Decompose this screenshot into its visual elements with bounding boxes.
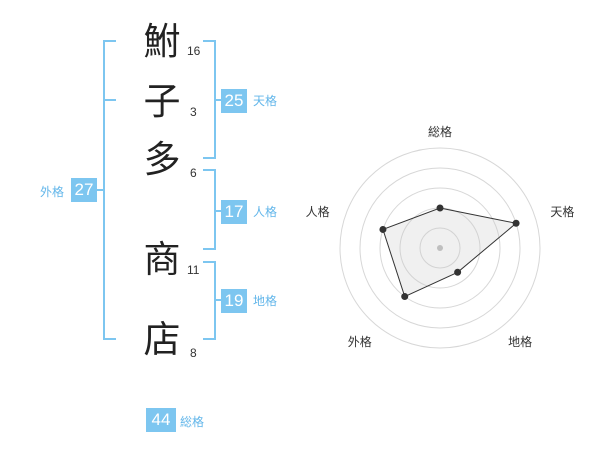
name-char-2: 子 — [143, 80, 181, 123]
radar-center-dot — [437, 245, 443, 251]
radar-ring-5 — [339, 147, 541, 349]
chikaku-value-badge: 19 — [221, 289, 247, 313]
gaikaku-value-badge: 27 — [71, 178, 97, 202]
radar-point-5 — [379, 225, 387, 233]
name-char-5: 店 — [143, 318, 181, 361]
radar-ring-4 — [359, 167, 521, 329]
chikaku-label: 地格 — [253, 294, 278, 308]
radar-axis-label-4: 外格 — [348, 334, 372, 349]
jinkaku-label: 人格 — [253, 205, 278, 219]
soukaku-label: 総格 — [180, 415, 205, 429]
name-char-3: 多 — [143, 138, 181, 181]
radar-axis-label-2: 天格 — [550, 204, 574, 219]
name-char-4: 商 — [143, 238, 181, 281]
soukaku-value-badge: 44 — [146, 408, 176, 432]
stroke-count-2: 3 — [190, 105, 197, 119]
radar-axis-label-1: 総格 — [428, 124, 452, 139]
stroke-count-5: 8 — [190, 346, 197, 360]
name-char-1: 鮒 — [143, 20, 181, 63]
tenkaku-value-badge: 25 — [221, 89, 247, 113]
stroke-count-1: 16 — [187, 44, 201, 58]
gaikaku-label: 外格 — [40, 185, 65, 199]
stroke-count-4: 11 — [187, 263, 200, 277]
tenkaku-label: 天格 — [253, 94, 278, 108]
radar-polygon — [382, 207, 518, 298]
stroke-count-3: 6 — [190, 166, 197, 180]
radar-point-1 — [436, 204, 444, 212]
radar-axis-label-3: 地格 — [508, 334, 532, 349]
radar-ring-1 — [419, 227, 461, 269]
radar-point-4 — [401, 293, 409, 301]
jinkaku-value-badge: 17 — [221, 200, 247, 224]
radar-axis-label-5: 人格 — [306, 204, 330, 219]
radar-ring-3 — [379, 187, 501, 309]
jinkaku-bracket — [203, 169, 216, 250]
radar-point-2 — [512, 219, 520, 227]
radar-point-3 — [454, 268, 462, 276]
